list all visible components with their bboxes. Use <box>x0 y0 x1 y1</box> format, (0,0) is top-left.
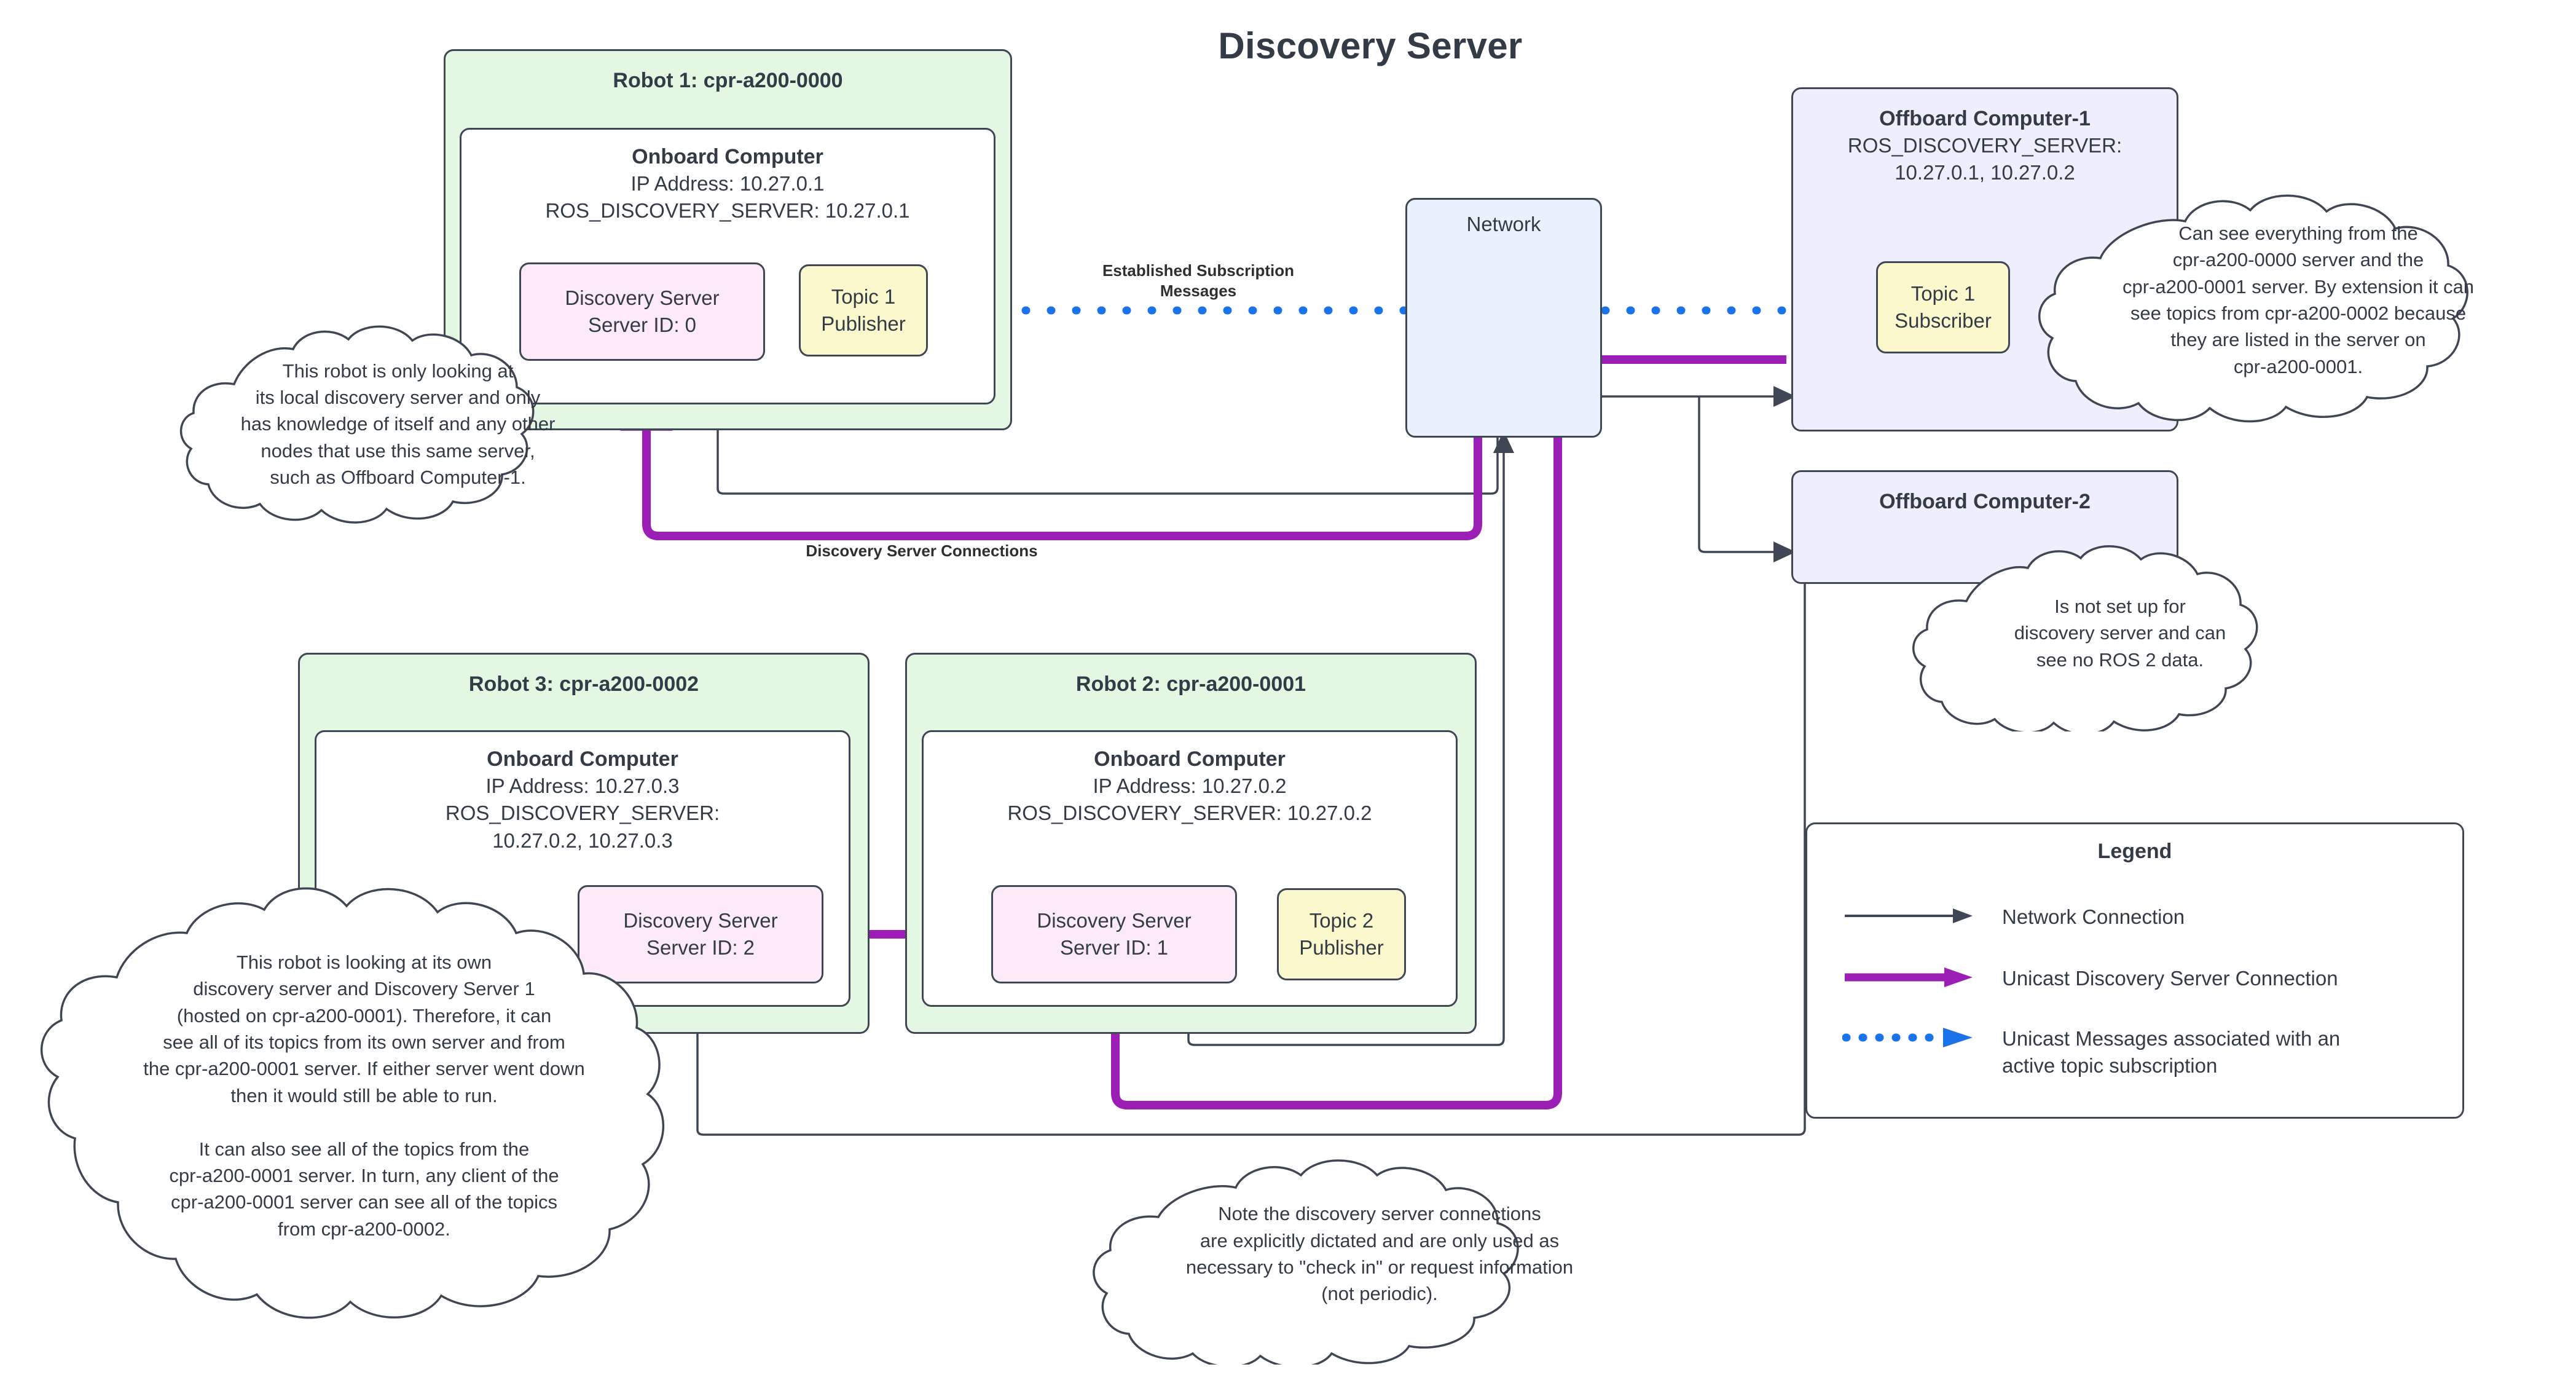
cloud-shape <box>1093 1159 1519 1365</box>
page-title: Discovery Server <box>1218 25 1523 66</box>
unicast-discovery-connection-icon <box>1842 965 2002 993</box>
robot1-discovery-server: Discovery Server Server ID: 0 <box>519 262 765 361</box>
robot2-onboard-header: Onboard Computer <box>1094 747 1286 771</box>
robot1-onboard-header: Onboard Computer <box>632 145 823 168</box>
robot1-header: Robot 1: cpr-a200-0000 <box>613 69 843 92</box>
cloud-shape <box>1912 545 2258 731</box>
robot1-onboard-details: IP Address: 10.27.0.1 ROS_DISCOVERY_SERV… <box>545 172 910 223</box>
offboard2-header: Offboard Computer-2 <box>1879 490 2091 513</box>
robot3-header: Robot 3: cpr-a200-0002 <box>468 672 699 696</box>
callout-robot3-text: This robot is looking at its own discove… <box>143 951 585 1240</box>
offboard1-topic1-subscriber: Topic 1 Subscriber <box>1876 261 2010 353</box>
legend-label-2: Unicast Messages associated with an acti… <box>2002 1027 2341 1077</box>
callout-note-text: Note the discovery server connections ar… <box>1185 1203 1574 1305</box>
edge-label-subscription: Established Subscription Messages <box>1102 261 1295 300</box>
robot1-topic1-publisher: Topic 1 Publisher <box>799 264 928 357</box>
callout-robot3: This robot is looking at its own discove… <box>31 861 694 1328</box>
legend-label-1: Unicast Discovery Server Connection <box>2002 967 2338 990</box>
robot2-header: Robot 2: cpr-a200-0001 <box>1075 672 1306 696</box>
callout-robot1-text: This robot is only looking at its local … <box>240 360 556 489</box>
legend-label-0: Network Connection <box>2002 905 2185 928</box>
cloud-shape <box>41 887 665 1319</box>
legend-item-unicast-discovery: Unicast Discovery Server Connection <box>1842 965 2444 993</box>
legend-title: Legend <box>2097 840 2172 863</box>
robot2-discovery-server: Discovery Server Server ID: 1 <box>991 885 1237 983</box>
legend-item-unicast-messages: Unicast Messages associated with an acti… <box>1842 1025 2444 1079</box>
offboard1-header: Offboard Computer-1 <box>1879 107 2091 130</box>
unicast-subscription-messages-icon <box>1842 1025 2002 1053</box>
callout-offboard2-text: Is not set up for discovery server and c… <box>2014 595 2226 671</box>
cloud-shape <box>2038 194 2468 423</box>
robot3-onboard-details: IP Address: 10.27.0.3 ROS_DISCOVERY_SERV… <box>445 774 720 852</box>
callout-offboard2: Is not set up for discovery server and c… <box>1899 535 2341 731</box>
robot2-onboard-details: IP Address: 10.27.0.2 ROS_DISCOVERY_SERV… <box>1007 774 1372 825</box>
callout-note: Note the discovery server connections ar… <box>1078 1156 1681 1365</box>
robot3-onboard-header: Onboard Computer <box>487 747 678 771</box>
callout-offboard1: Can see everything from the cpr-a200-000… <box>2028 178 2569 424</box>
legend-box: Legend <box>1805 822 2464 1119</box>
robot3-discovery-server: Discovery Server Server ID: 2 <box>578 885 823 983</box>
callout-robot1: This robot is only looking at its local … <box>175 320 621 529</box>
network-box: Network <box>1405 198 1602 438</box>
offboard1-details: ROS_DISCOVERY_SERVER: 10.27.0.1, 10.27.0… <box>1847 134 2122 184</box>
edge-label-discovery: Discovery Server Connections <box>806 542 1038 560</box>
cloud-shape <box>179 325 535 524</box>
network-connection-offboard2 <box>1698 396 1796 563</box>
network-label: Network <box>1466 213 1541 235</box>
legend-item-network-connection: Network Connection <box>1842 904 2444 931</box>
robot2-topic2-publisher: Topic 2 Publisher <box>1277 888 1406 980</box>
network-connection-icon <box>1842 904 2002 931</box>
callout-offboard1-text: Can see everything from the cpr-a200-000… <box>2122 222 2475 377</box>
